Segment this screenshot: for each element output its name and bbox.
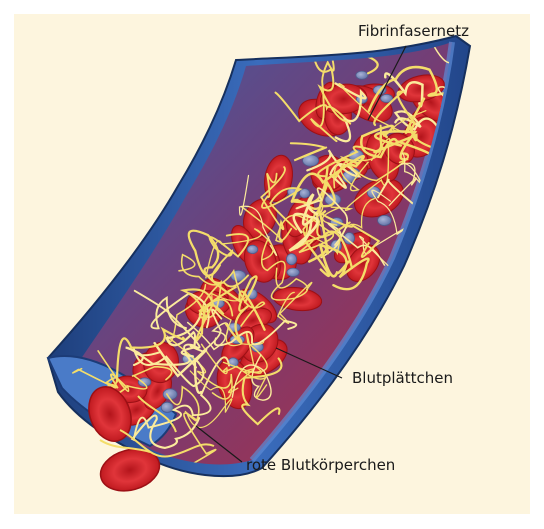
platelet <box>299 189 309 198</box>
platelet <box>247 245 258 253</box>
platelet <box>138 378 151 387</box>
platelets-label: Blutplättchen <box>352 371 453 386</box>
platelet <box>287 268 299 276</box>
fibrin-network-label: Fibrinfasernetz <box>358 24 469 39</box>
platelet <box>356 71 368 79</box>
red-blood-cells-label: rote Blutkörperchen <box>246 458 395 473</box>
platelet <box>378 215 392 225</box>
platelet <box>286 254 296 265</box>
platelet <box>161 402 173 412</box>
